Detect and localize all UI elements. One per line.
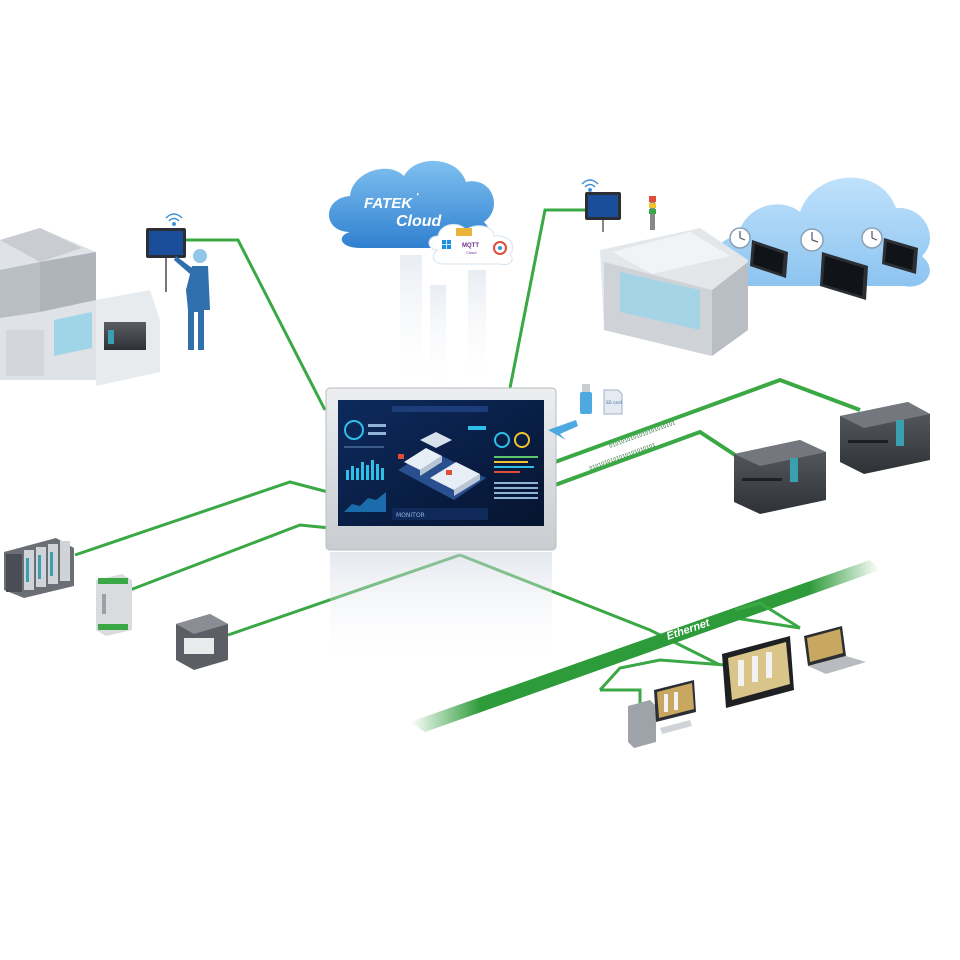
ethernet-backbone	[410, 560, 880, 732]
plc-unit-1	[734, 440, 826, 514]
hmi-status-text: MONITOR	[396, 512, 425, 519]
fatek-cloud: FATEK ' Cloud MQTT Cloud	[329, 160, 514, 265]
mini-area-chart	[344, 492, 386, 512]
remote-hmi-3	[882, 238, 918, 274]
link-io-rack	[74, 480, 329, 557]
clock-icon-1	[729, 227, 751, 249]
plc-unit-2	[840, 402, 930, 474]
mqtt-badge-sub: Cloud	[466, 250, 476, 255]
gauge-dial	[344, 420, 364, 440]
link-laptop	[734, 616, 801, 630]
sd-card-icon: SD card	[603, 389, 623, 415]
clock-icon-2	[800, 228, 824, 252]
fatek-brand: FATEK	[364, 195, 413, 212]
hmi-plant-view	[392, 406, 488, 500]
storage-media: SD card	[548, 384, 623, 440]
operator-with-hmi	[146, 213, 210, 350]
laptop	[804, 626, 866, 674]
sd-card-label: SD card	[606, 400, 622, 405]
ring-gauge-1	[494, 432, 510, 448]
service-logo-icon	[456, 228, 472, 236]
serial-bus-lines	[554, 377, 861, 487]
ring-gauge-2	[514, 432, 530, 448]
clock-icon-3	[861, 227, 883, 249]
fatek-brand-mark: '	[416, 192, 419, 203]
service-badges-cloud: MQTT Cloud	[428, 223, 514, 265]
temperature-controller	[176, 614, 228, 670]
cnc-machine	[0, 228, 160, 386]
wifi-icon	[165, 213, 183, 226]
link-io-module	[129, 523, 331, 592]
cloud-service-icon	[493, 241, 507, 255]
ethernet-label: Ethernet	[665, 617, 712, 643]
link-operator-hmi	[175, 238, 327, 411]
remote-hmi-1	[750, 240, 788, 278]
hmi-dashboard-left	[344, 420, 386, 512]
fatek-cloud-word: Cloud	[396, 213, 443, 230]
io-module	[96, 574, 132, 636]
packaging-machine	[581, 179, 748, 356]
remote-monitoring-cloud	[712, 177, 930, 300]
wifi-icon	[581, 179, 599, 192]
panel-hmi-large	[722, 636, 794, 708]
mqtt-badge: MQTT	[462, 243, 479, 249]
hmi-dashboard-right	[494, 432, 538, 499]
remote-hmi-2	[820, 252, 868, 300]
link-cloud-hmi	[508, 208, 590, 389]
mini-bar-chart	[346, 460, 384, 480]
insert-arrow-icon	[548, 420, 578, 440]
hmi-bottom-bar: MONITOR	[392, 508, 488, 520]
workstation-pc	[628, 680, 696, 748]
io-rack	[4, 538, 74, 598]
mini-table	[494, 482, 538, 499]
building-silhouettes	[400, 255, 486, 395]
central-hmi-panel: MONITOR	[325, 387, 557, 672]
operator-figure	[174, 249, 210, 350]
usb-stick-icon	[580, 384, 592, 414]
